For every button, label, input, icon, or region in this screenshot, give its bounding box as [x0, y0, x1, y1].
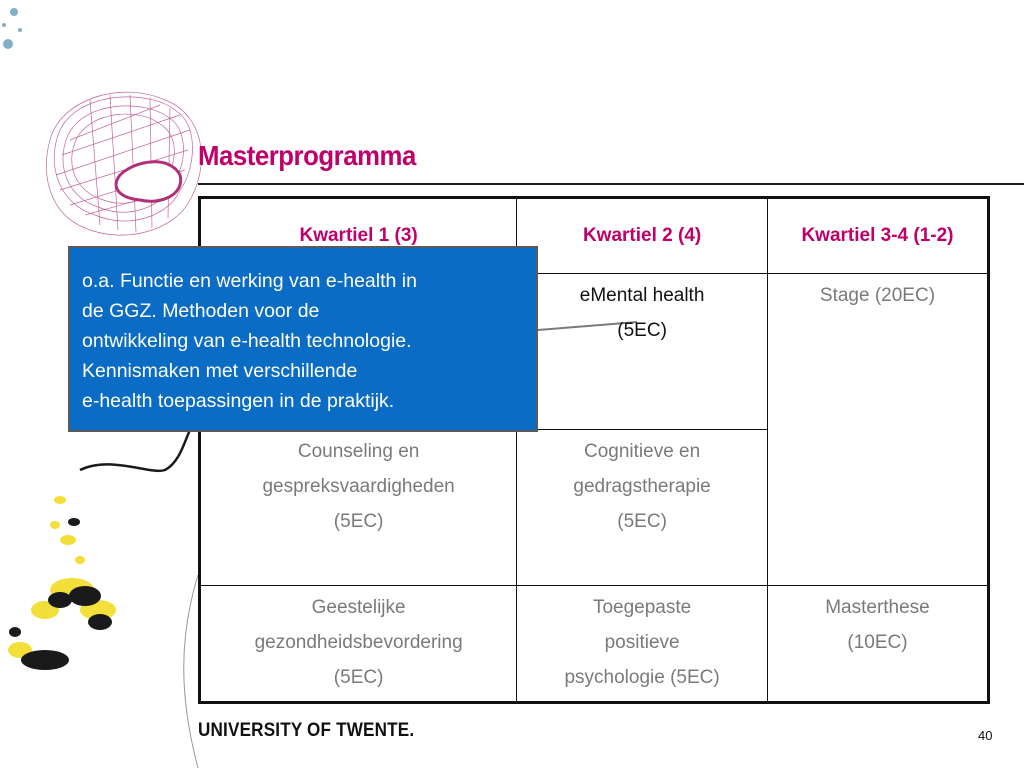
cell-text-line: Masterthese — [825, 597, 930, 618]
thin-arc — [183, 574, 199, 768]
cell-text-line: positieve — [604, 632, 680, 653]
cell-text-line: eMental health — [579, 285, 705, 306]
table-row: Geestelijke gezondheidsbevordering (5EC) T… — [198, 585, 990, 703]
cell-text-line: (5EC) — [617, 320, 667, 341]
header-quarter-2: Kwartiel 2 (4) — [516, 197, 768, 274]
black-curve — [79, 429, 192, 473]
callout-line: de GGZ. Methoden voor de — [82, 300, 320, 322]
table-cell: Geestelijke gezondheidsbevordering (5EC) — [198, 585, 518, 703]
table-row: Counseling en gespreksvaardigheden (5EC) C… — [198, 429, 989, 586]
cell-text-line: gedragstherapie — [573, 476, 711, 497]
callout-line: e-health toepassingen in de praktijk. — [82, 390, 395, 412]
callout-line: Kennismaken met verschillende — [82, 360, 358, 382]
page-number: 40 — [978, 728, 993, 743]
table-cell: Counseling en gespreksvaardigheden (5EC) — [198, 429, 518, 586]
callout-line: o.a. Functie en werking van e-health in — [82, 270, 417, 292]
table-cell: Toegepaste positieve psychologie (5EC) — [516, 585, 768, 703]
cell-text-line: Counseling en — [297, 441, 420, 462]
table-cell: Cognitieve en gedragstherapie (5EC) — [516, 429, 768, 586]
cell-text-line: (10EC) — [847, 632, 908, 653]
cell-text-line: Cognitieve en — [583, 441, 701, 462]
callout-line: ontwikkeling van e-health technologie. — [82, 330, 412, 352]
cell-text-line: Geestelijke — [311, 597, 406, 618]
cell-text-line: (5EC) — [333, 667, 384, 688]
cell-text-line: (5EC) — [617, 511, 667, 532]
university-logo-text: UNIVERSITY OF TWENTE. — [198, 720, 415, 741]
cell-text-line: psychologie (5EC) — [564, 667, 720, 688]
cell-text-line: Stage (20EC) — [819, 285, 936, 306]
cell-text-line: gespreksvaardigheden — [262, 476, 455, 497]
ink-blobs — [8, 496, 116, 670]
wireframe-blob — [46, 91, 202, 236]
cell-text-line: Toegepaste — [592, 597, 692, 618]
header-quarter-3-4: Kwartiel 3-4 (1-2) — [766, 197, 990, 274]
slide-title: Masterprogramma — [198, 140, 416, 171]
cell-text-line: (5EC) — [333, 511, 384, 532]
table-cell: Stage (20EC) — [766, 273, 990, 586]
top-specks — [2, 8, 22, 49]
table-cell: Masterthese (10EC) — [766, 585, 990, 703]
title-divider — [198, 183, 1024, 185]
table-cell: eMental health (5EC) — [516, 273, 768, 430]
cell-text-line: gezondheidsbevordering — [254, 632, 463, 653]
course-description-callout: o.a. Functie en werking van e-health in … — [68, 246, 538, 432]
